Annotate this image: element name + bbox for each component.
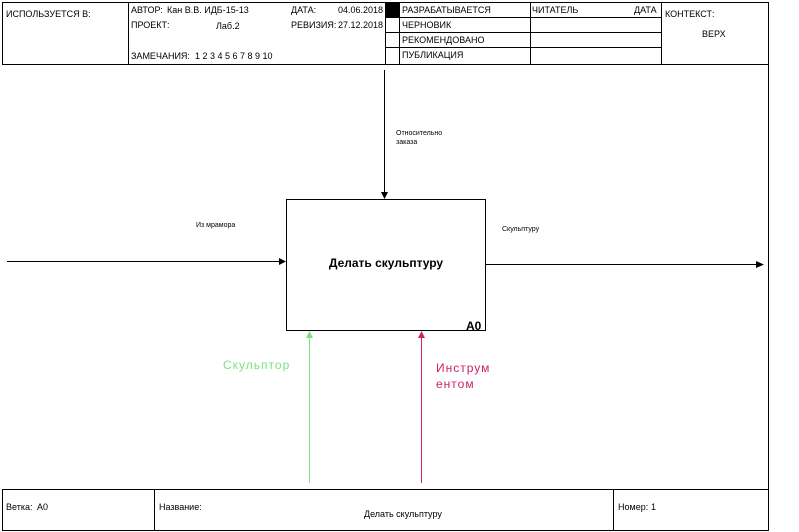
status-recommended: РЕКОМЕНДОВАНО (402, 35, 485, 45)
notes-label: ЗАМЕЧАНИЯ: (131, 51, 190, 61)
number-value: 1 (651, 502, 657, 512)
status-working: РАЗРАБАТЫВАЕТСЯ (402, 5, 491, 15)
context-label: КОНТЕКСТ: (665, 9, 715, 19)
control-label[interactable]: Относительно заказа (396, 130, 443, 146)
date-label: ДАТА: (291, 5, 317, 15)
status-marker (386, 3, 399, 17)
mechanism-label-2[interactable]: Инструм ентом (436, 361, 491, 391)
node-label: Ветка: (6, 502, 33, 512)
input-label[interactable]: Из мрамора (196, 222, 236, 229)
title-label: Название: (159, 502, 202, 512)
notes-values: 1 2 3 4 5 6 7 8 9 10 (195, 51, 273, 61)
context-value: ВЕРХ (702, 29, 726, 39)
activity-id: A0 (466, 319, 482, 333)
node-value: A0 (37, 502, 49, 512)
activity-label[interactable]: Делать скульптуру (328, 256, 444, 270)
project-value: Лаб.2 (216, 21, 240, 31)
reader-date-label: ДАТА (634, 5, 657, 15)
activity-box (286, 199, 486, 331)
reader-label: ЧИТАТЕЛЬ (532, 5, 579, 15)
author-label: АВТОР: (131, 5, 163, 15)
status-publication: ПУБЛИКАЦИЯ (402, 50, 464, 60)
number-label: Номер: (618, 502, 649, 512)
date-value: 04.06.2018 (338, 5, 384, 15)
title-value: Делать скульптуру (364, 509, 442, 519)
author-value: Кан В.В. ИДБ-15-13 (167, 5, 249, 15)
project-label: ПРОЕКТ: (131, 20, 170, 30)
revision-value: 27.12.2018 (338, 20, 384, 30)
used-in-label: ИСПОЛЬЗУЕТСЯ В: (6, 9, 91, 19)
mechanism-label-1[interactable]: Скульптор (223, 358, 291, 372)
revision-label: РЕВИЗИЯ: (291, 20, 337, 30)
output-label[interactable]: Скульптуру (502, 226, 540, 233)
status-draft: ЧЕРНОВИК (402, 20, 452, 30)
